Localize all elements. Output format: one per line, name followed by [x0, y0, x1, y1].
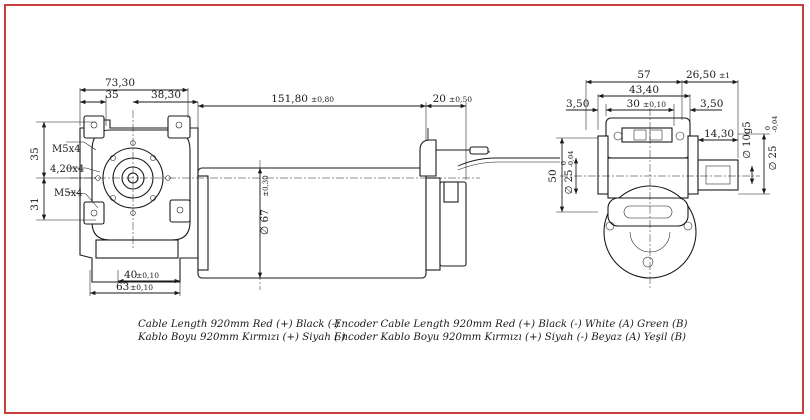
dim-dia67-tol: ±0,30 [262, 175, 270, 196]
dim-30-tol: ±0,10 [643, 100, 666, 109]
end-lower-plate [607, 197, 689, 227]
dim-63: 63 [116, 281, 129, 293]
wire-terminal [469, 146, 489, 155]
encoder-ring [425, 177, 441, 271]
end-view: 57 26,50 ±1 43,40 30 ±0,10 3,50 3,50 14,… [547, 69, 779, 290]
mount-ear-bottom-left [83, 201, 105, 225]
dim-26-tol: ±1 [719, 71, 730, 80]
dim-35-h: 35 [29, 147, 41, 160]
dim-14-30: 14,30 [704, 128, 734, 140]
dim-20-tol: ±0,50 [449, 95, 472, 104]
encoder-wire [457, 157, 560, 167]
dim-151-tol: ±0,80 [311, 95, 334, 104]
end-left-flange [597, 135, 609, 195]
dim-dia25-left: ∅ 25 [564, 170, 575, 195]
dim-3-50-right: 3,50 [700, 98, 723, 110]
motor-flange [197, 175, 209, 271]
label-m5-bottom: M5x4 [54, 188, 83, 199]
mount-ear-top-right [167, 115, 191, 139]
label-hole: 4,20x4 [50, 164, 84, 175]
motor-body [197, 167, 427, 279]
mount-ear-top-left [83, 115, 105, 139]
dim-40: 40 [124, 269, 137, 281]
caption-row-en: Cable Length 920mm Red (+) Black (-)Enco… [138, 318, 687, 331]
dim-dia67: ∅ 67 [259, 209, 271, 235]
dim-50: 50 [547, 169, 559, 182]
label-m5-top: M5x4 [52, 144, 81, 155]
dim-dia25-right-tol0: 0 [764, 126, 772, 130]
dim-30: 30 [627, 98, 640, 110]
cable-captions: Cable Length 920mm Red (+) Black (-)Enco… [138, 318, 687, 344]
caption-encoder-en: Encoder Cable Length 920mm Red (+) Black… [334, 319, 688, 330]
dim-3-50-left: 3,50 [566, 98, 589, 110]
dim-35-seg: 35 [105, 89, 118, 101]
dim-31-h: 31 [29, 197, 41, 210]
dim-dia10: ∅ 10g5 [742, 121, 753, 158]
end-shaft [697, 159, 739, 191]
dim-57: 57 [637, 69, 650, 81]
dim-38: 38,30 [151, 89, 181, 101]
caption-encoder-tr: Encoder Kablo Boyu 920mm Kırmızı (+) Siy… [334, 332, 687, 343]
power-cable-gland [419, 139, 437, 177]
end-right-flange [687, 135, 699, 195]
dim-26: 26,50 [686, 69, 716, 81]
gearbox-base [95, 239, 179, 259]
dim-20: 20 [433, 93, 446, 105]
drawing-frame [4, 4, 804, 414]
dim-73: 73,30 [105, 77, 135, 89]
end-screws [605, 131, 693, 268]
side-view: 73,30 35 38,30 151,80 ±0,80 20 ±0,50 35 … [29, 77, 560, 296]
caption-cable-tr: Kablo Boyu 920mm Kırmızı (+) Siyah (-) [138, 332, 346, 343]
dim-151: 151,80 [271, 93, 308, 105]
caption-row-tr: Kablo Boyu 920mm Kırmızı (+) Siyah (-)En… [138, 331, 687, 344]
dim-dia25-right: ∅ 25 [768, 146, 779, 171]
dim-dia25-right-tol: -0,04 [771, 116, 779, 133]
dim-43: 43,40 [629, 84, 659, 96]
dim-63-tol: ±0,10 [130, 283, 153, 292]
dim-dia25-left-tol: -0,04 [567, 151, 575, 168]
mount-ear-bottom-right [169, 199, 191, 223]
end-top-slot [621, 127, 673, 143]
dim-dia25-left-tol0: 0 [560, 161, 568, 165]
caption-cable-en: Cable Length 920mm Red (+) Black (-) [138, 319, 340, 330]
dim-40-tol: ±0,10 [136, 271, 159, 280]
cable-gland [443, 181, 459, 203]
